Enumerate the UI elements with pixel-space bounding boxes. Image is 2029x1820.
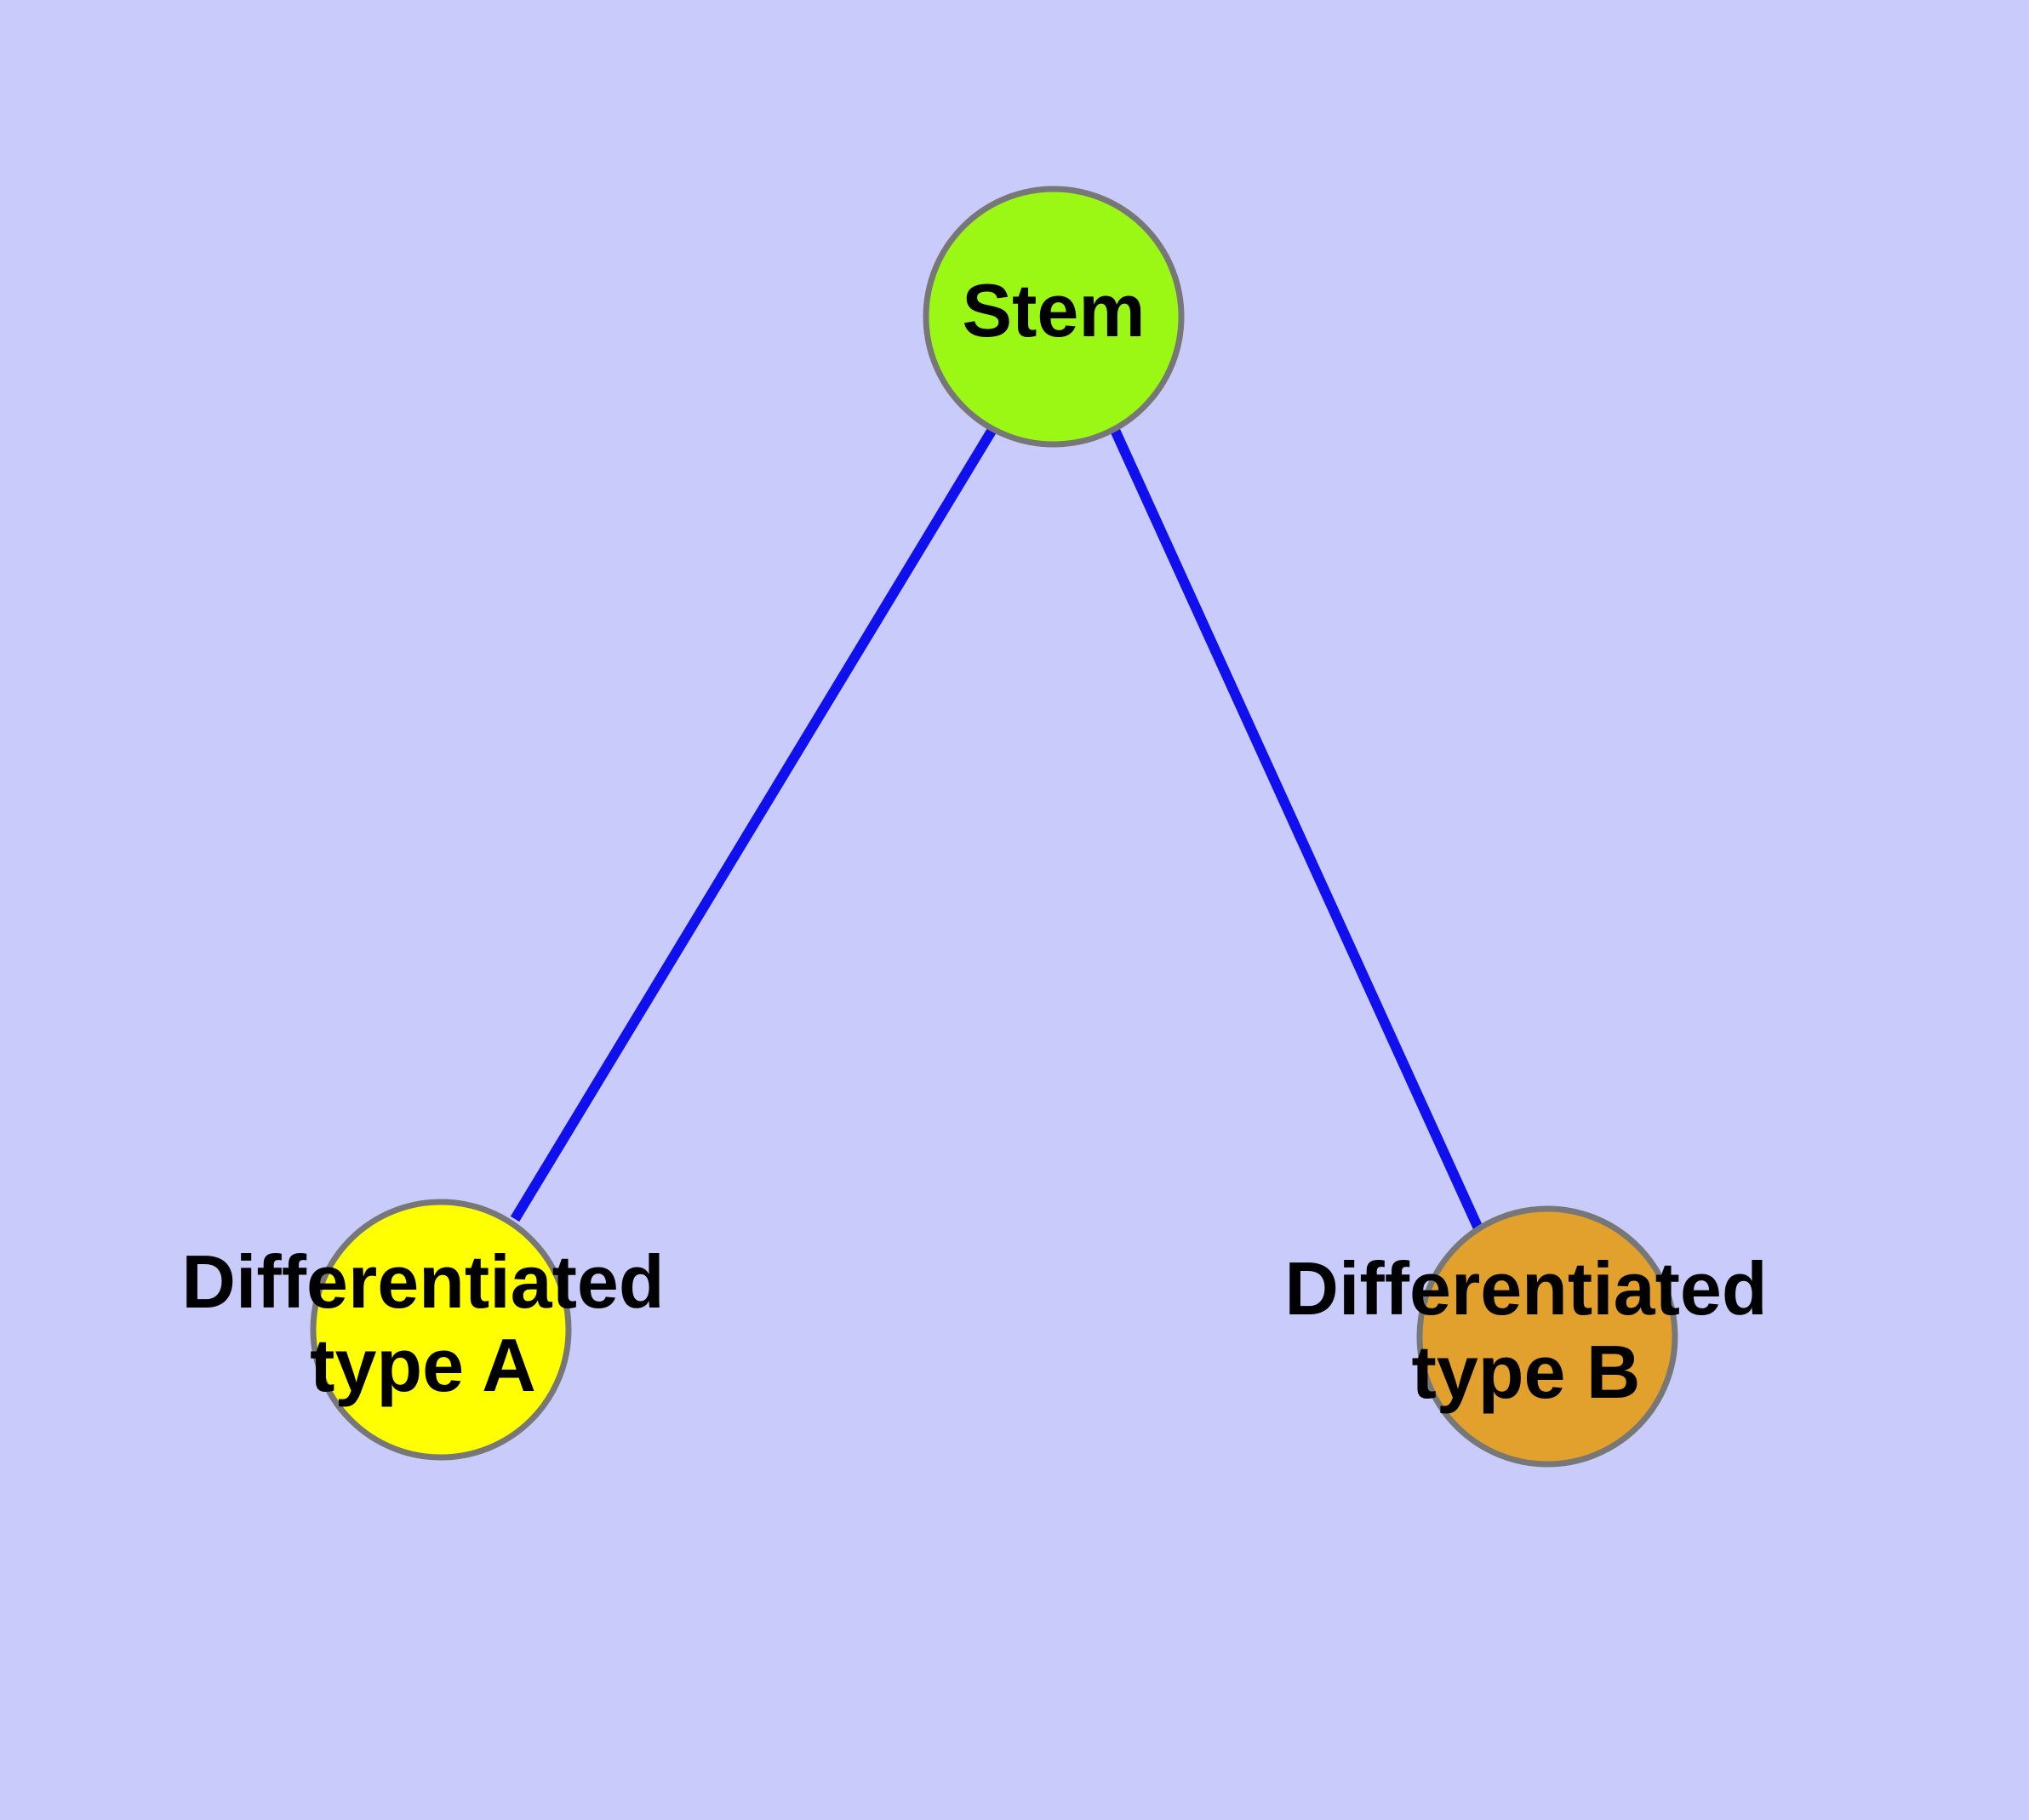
edges-group (510, 425, 1483, 1231)
node-stem-label: Stem (962, 268, 1145, 352)
edge-stem-to-diff-b[interactable] (1109, 426, 1483, 1231)
node-stem-circle[interactable] (923, 186, 1185, 448)
node-diff-a-circle[interactable] (310, 1199, 572, 1461)
edge-stem-to-diff-a[interactable] (510, 425, 998, 1222)
nodes-group (310, 186, 1678, 1468)
node-diff-b-circle[interactable] (1416, 1205, 1678, 1468)
